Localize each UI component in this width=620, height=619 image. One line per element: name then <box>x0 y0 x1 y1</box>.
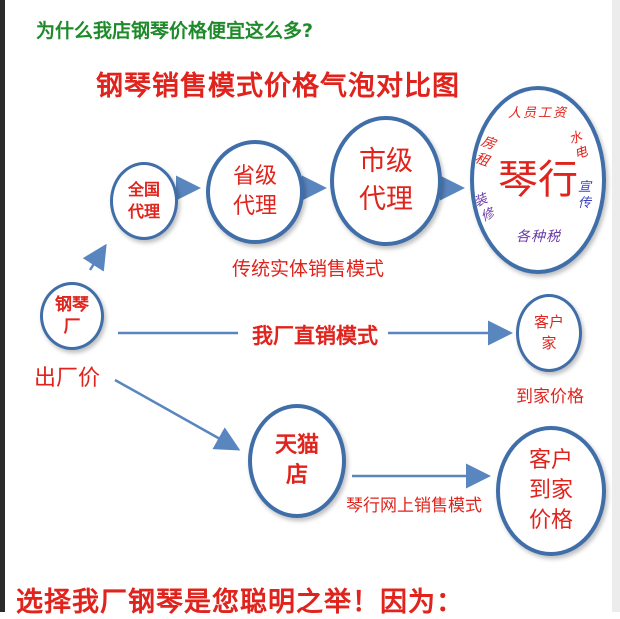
national-agent-node: 全国代理 <box>110 162 178 240</box>
city-agent-label: 市级代理 <box>359 146 413 215</box>
question-heading: 为什么我店钢琴价格便宜这么多? <box>36 20 314 42</box>
online-mode-label: 琴行网上销售模式 <box>346 496 482 516</box>
customer-home-big-node: 客户到家价格 <box>496 426 606 556</box>
tmall-store-node: 天猫店 <box>248 404 346 518</box>
left-frame-edge <box>0 0 5 612</box>
right-frame-edge <box>612 0 620 612</box>
customer-home-big-label: 客户到家价格 <box>528 448 573 533</box>
direct-mode-label: 我厂直销模式 <box>252 324 378 348</box>
traditional-mode-label: 传统实体销售模式 <box>232 258 385 280</box>
direct-price-label: 到家价格 <box>516 387 584 407</box>
national-agent-label: 全国代理 <box>127 180 160 221</box>
cost-taxes: 各种税 <box>516 229 561 245</box>
diagram-title: 钢琴销售模式价格气泡对比图 <box>96 71 460 102</box>
footer-slogan: 选择我厂钢琴是您聪明之举！因为： <box>16 587 464 618</box>
provincial-agent-label: 省级代理 <box>232 164 277 219</box>
factory-price-label: 出厂价 <box>34 366 101 391</box>
piano-shop-node: 琴行 <box>470 86 606 274</box>
arrow-factory-to-tmall <box>114 378 241 451</box>
factory-label: 钢琴厂 <box>55 295 89 337</box>
arrow-factory-to-national <box>82 243 107 272</box>
city-agent-node: 市级代理 <box>330 116 442 246</box>
customer-home-small-label: 客户家 <box>533 313 564 352</box>
piano-shop-label: 琴行 <box>498 157 578 203</box>
customer-home-small-node: 客户家 <box>516 294 582 372</box>
provincial-agent-node: 省级代理 <box>206 140 304 244</box>
factory-node: 钢琴厂 <box>40 282 104 350</box>
cost-staff-wages: 人员工资 <box>508 106 569 121</box>
tmall-store-label: 天猫店 <box>274 433 319 488</box>
cost-promotion: 宣传 <box>578 180 592 211</box>
